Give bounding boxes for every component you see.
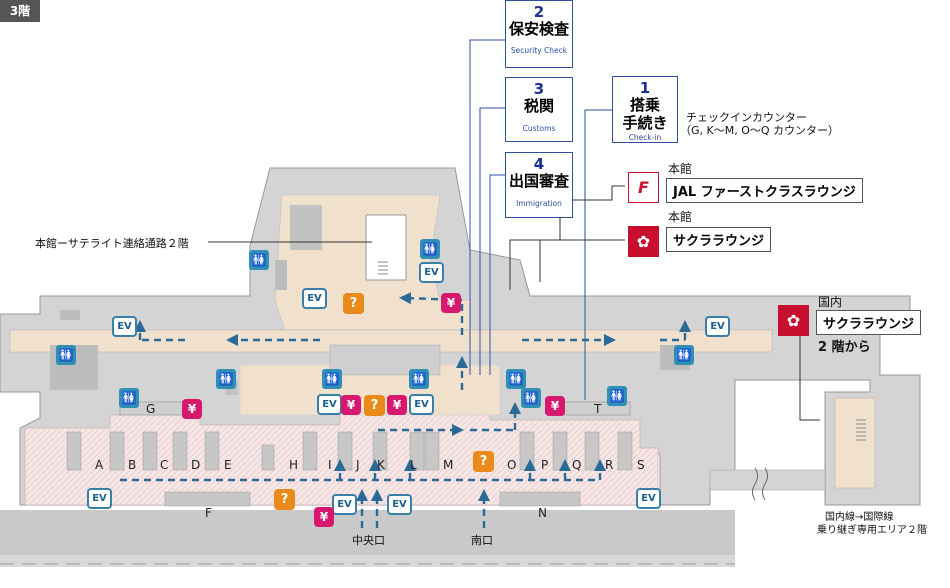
information-icon: ? — [274, 489, 295, 510]
currency-exchange-icon: ¥ — [182, 399, 202, 419]
sakura-main-lounge-label[interactable]: サクララウンジ — [666, 227, 772, 252]
counter-a: A — [95, 458, 104, 472]
road — [0, 510, 735, 555]
elevator-icon[interactable]: EV — [705, 316, 730, 337]
sakura-domestic-lounge-label[interactable]: サクララウンジ — [816, 310, 922, 335]
south-entrance-label: 南口 — [471, 534, 493, 547]
restroom-icon: 🚻 — [674, 345, 694, 365]
elevator-icon[interactable]: EV — [332, 494, 357, 515]
information-icon: ? — [364, 395, 385, 416]
elevator-icon[interactable]: EV — [317, 394, 342, 415]
counter-e: E — [224, 458, 232, 472]
counter-f: F — [205, 506, 212, 520]
sakura-domestic-logo-icon: ✿ — [778, 305, 809, 336]
restroom-icon: 🚻 — [322, 369, 342, 389]
counter-c: C — [160, 458, 169, 472]
currency-exchange-icon: ¥ — [314, 507, 334, 527]
restroom-icon: 🚻 — [216, 369, 236, 389]
transfer-note-2: 乗り継ぎ専用エリア２階 — [817, 525, 927, 536]
currency-exchange-icon: ¥ — [441, 293, 461, 313]
customs-number: 3 — [533, 80, 545, 98]
counter-p: P — [541, 458, 549, 472]
restroom-icon: 🚻 — [521, 388, 541, 408]
satellite-corridor-label: 本館ーサテライト連絡通路２階 — [35, 237, 189, 250]
customs-label: 税関 — [523, 97, 554, 115]
counter-q: Q — [572, 458, 582, 472]
elevator-icon[interactable]: EV — [302, 288, 327, 309]
restroom-icon: 🚻 — [420, 239, 440, 259]
immigration-label: 出国審査 — [508, 172, 569, 190]
sakura-main-building: 本館 — [668, 210, 693, 224]
flow-arrows — [120, 292, 691, 528]
restroom-icon: 🚻 — [119, 388, 139, 408]
jal-first-logo-icon: F — [628, 172, 659, 203]
security-check-callout[interactable]: 2 保安検査 Security Check — [505, 0, 573, 68]
checkin-label-2: 手続き — [622, 114, 668, 132]
sakura-lounge-logo-icon: ✿ — [628, 226, 659, 257]
customs-callout[interactable]: 3 税関 Customs — [505, 77, 573, 142]
elevator-icon[interactable]: EV — [112, 316, 137, 337]
elevator-icon[interactable]: EV — [87, 488, 112, 509]
checkin-callout[interactable]: 1 搭乗 手続き Check-in — [612, 76, 678, 143]
immigration-callout[interactable]: 4 出国審査 Immigration — [505, 152, 573, 218]
restroom-icon: 🚻 — [506, 369, 526, 389]
restroom-icon: 🚻 — [409, 369, 429, 389]
counter-g: G — [146, 402, 156, 416]
counter-t: T — [594, 402, 602, 416]
elevator-icon[interactable]: EV — [387, 494, 412, 515]
checkin-label-1: 搭乗 — [629, 96, 660, 114]
counter-i: I — [328, 458, 332, 472]
immigration-label-en: Immigration — [516, 199, 562, 208]
counter-b: B — [128, 458, 137, 472]
checkin-label-en: Check-in — [628, 133, 662, 142]
checkin-counter-note-2: （G, K〜M, O〜Q カウンター） — [680, 124, 840, 137]
immigration-number: 4 — [533, 155, 545, 173]
checkin-counter-note-1: チェックインカウンター — [686, 111, 807, 124]
counter-m: M — [443, 458, 454, 472]
currency-exchange-icon: ¥ — [545, 396, 565, 416]
counter-r: R — [605, 458, 614, 472]
elevator-icon[interactable]: EV — [636, 488, 661, 509]
jal-first-lounge-label[interactable]: JAL ファーストクラスラウンジ — [666, 178, 863, 203]
information-icon: ? — [343, 293, 364, 314]
security-check-label: 保安検査 — [508, 20, 569, 38]
central-entrance-label: 中央口 — [352, 534, 385, 547]
counter-k: K — [377, 458, 385, 472]
security-check-label-en: Security Check — [510, 46, 568, 55]
floor-tag: 3階 — [0, 0, 40, 22]
counter-d: D — [191, 458, 201, 472]
sakura-domestic-building: 国内 — [818, 295, 843, 309]
currency-exchange-icon: ¥ — [387, 395, 407, 415]
jal-first-building: 本館 — [668, 162, 693, 176]
currency-exchange-icon: ¥ — [341, 395, 361, 415]
customs-label-en: Customs — [522, 124, 556, 133]
restroom-icon: 🚻 — [249, 250, 269, 270]
transfer-note: 国内線→国際線 乗り継ぎ専用エリア２階 — [817, 511, 927, 537]
counter-l: L — [410, 458, 417, 472]
counter-o: O — [507, 458, 517, 472]
counter-islands — [66, 431, 633, 507]
elevator-icon[interactable]: EV — [409, 394, 434, 415]
elevator-icon[interactable]: EV — [419, 262, 444, 283]
counter-s: S — [637, 458, 645, 472]
security-check-number: 2 — [533, 3, 545, 21]
restroom-icon: 🚻 — [56, 345, 76, 365]
checkin-number: 1 — [639, 79, 651, 97]
restroom-icon: 🚻 — [607, 386, 627, 406]
counter-n: N — [538, 506, 547, 520]
callout-lines — [469, 39, 612, 400]
information-icon: ? — [473, 451, 494, 472]
counter-j: J — [356, 458, 360, 472]
checkin-counter-note: チェックインカウンター （G, K〜M, O〜Q カウンター） — [680, 111, 839, 137]
sakura-domestic-floor-note: 2 階から — [818, 340, 871, 355]
counter-h: H — [289, 458, 299, 472]
transfer-note-1: 国内線→国際線 — [825, 512, 894, 523]
